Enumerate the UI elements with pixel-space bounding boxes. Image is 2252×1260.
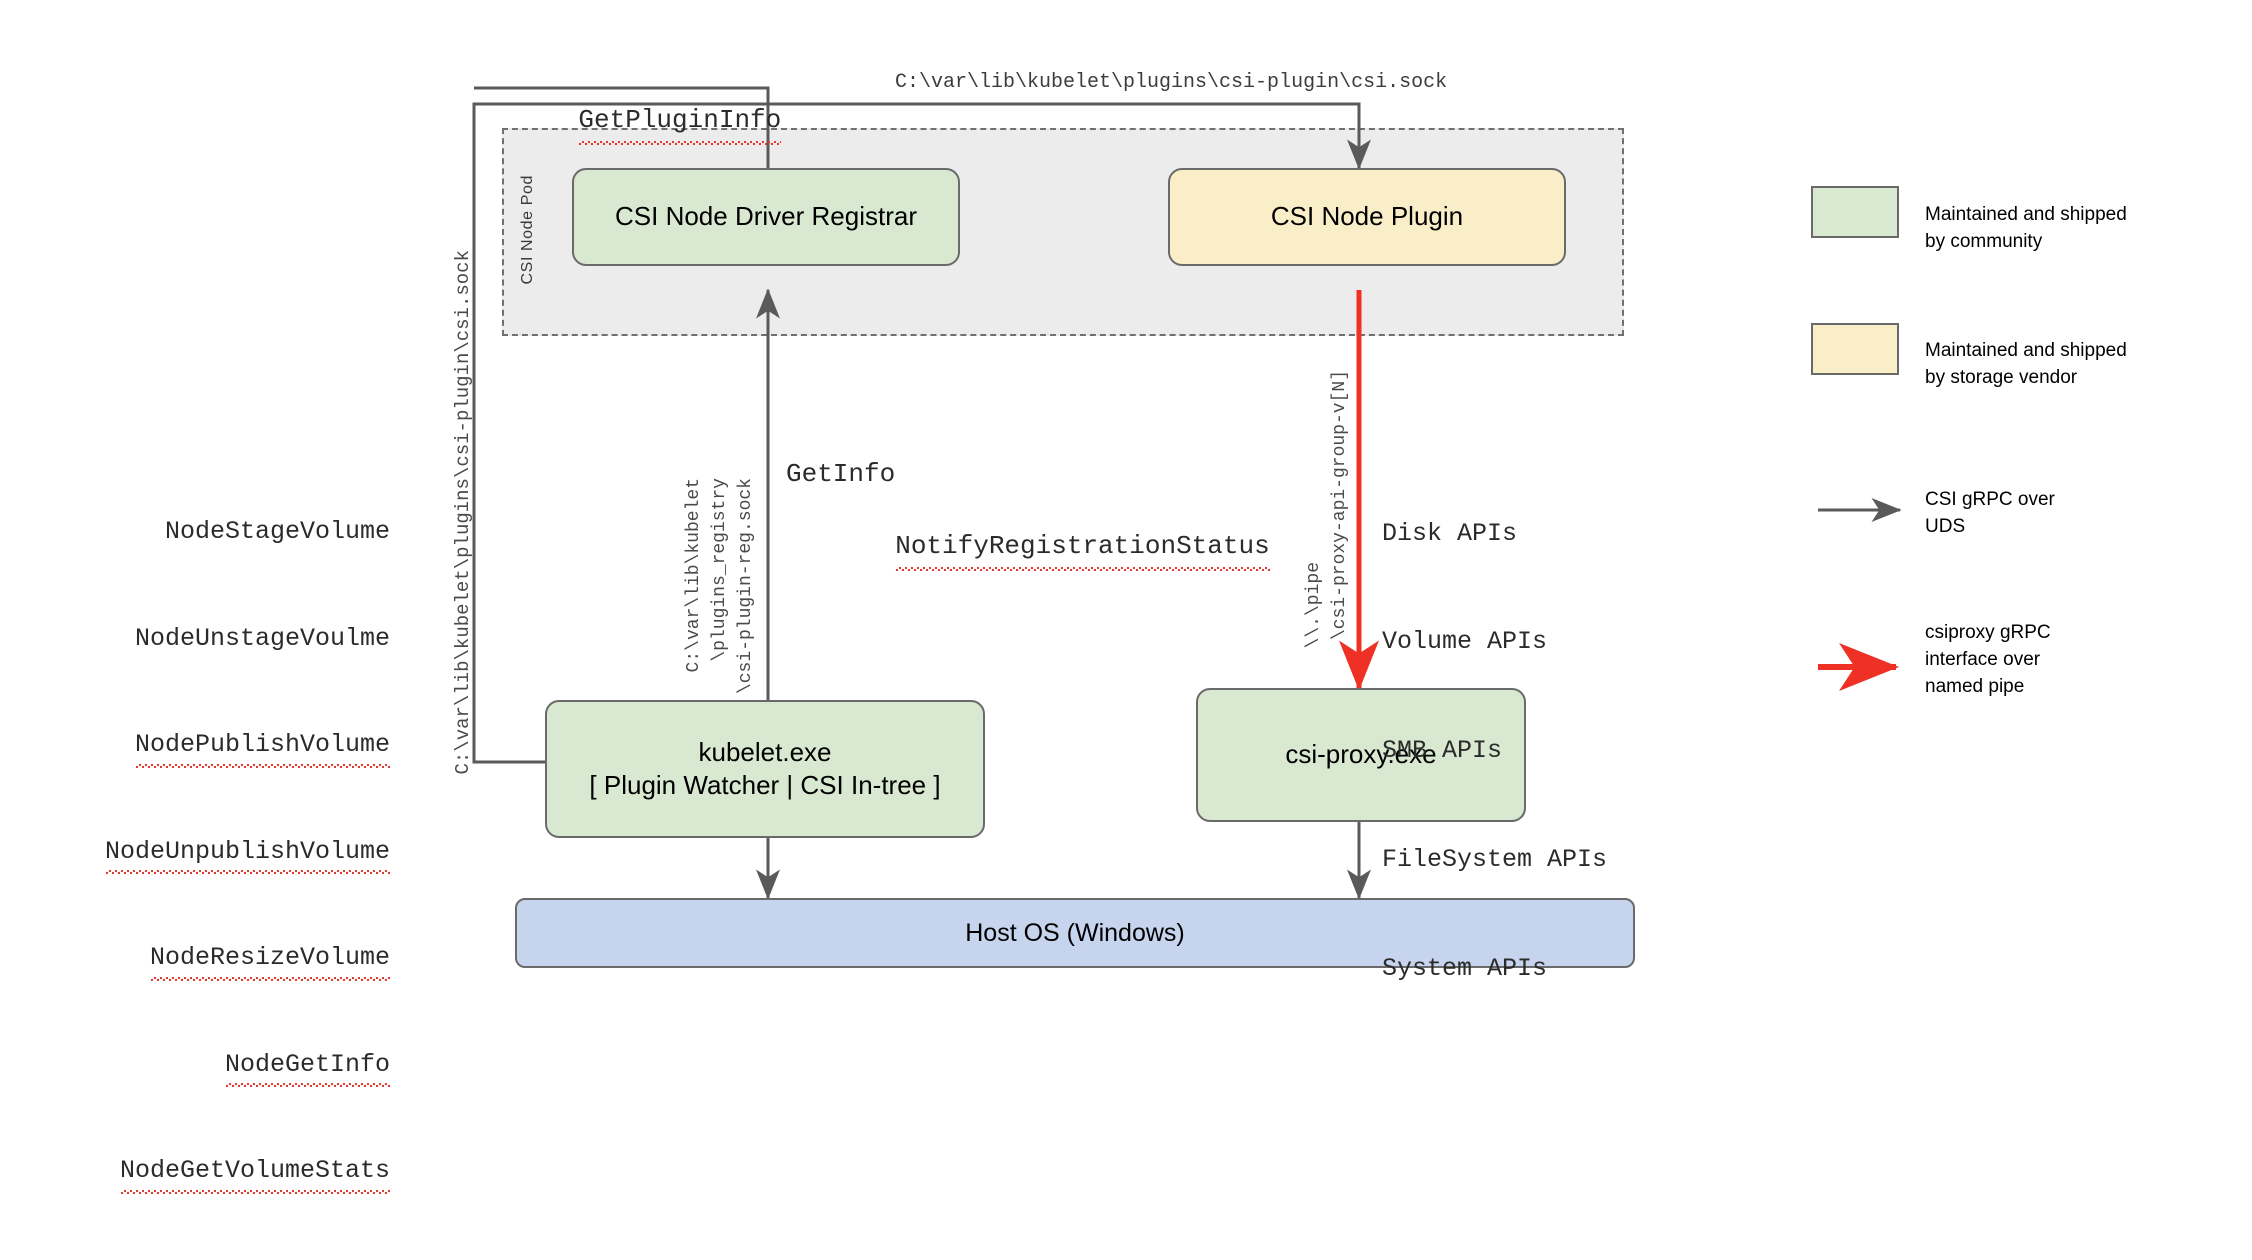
proxy-api-item: Disk APIs [1382, 518, 1518, 548]
node-csi-proxy-exe[interactable]: csi-proxy.exe [1196, 688, 1526, 822]
kubelet-title: kubelet.exe [698, 736, 832, 767]
registry-path-l1-text: C:\var\lib\kubelet [684, 478, 704, 673]
legend-swatch-vendor [1811, 323, 1899, 375]
label-getinfo: GetInfo [786, 455, 895, 494]
node-kubelet-exe[interactable]: kubelet.exe [ Plugin Watcher | CSI In-tr… [545, 700, 985, 838]
legend-swatch-community [1811, 186, 1899, 238]
node-csi-node-plugin[interactable]: CSI Node Plugin [1168, 168, 1566, 266]
registry-path-l3-text: \csi-plugin-reg.sock [736, 478, 756, 695]
api-item: NodeUnstageVoulme [134, 623, 390, 653]
host-os-label: Host OS (Windows) [965, 919, 1185, 947]
node-registrar-label: CSI Node Driver Registrar [615, 201, 917, 232]
api-item: NodeUnpublishVolume [60, 834, 391, 874]
label-csi-sock-path-top: C:\var\lib\kubelet\plugins\csi-plugin\cs… [895, 68, 1447, 98]
label-csi-sock-path-vertical: C:\var\lib\kubelet\plugins\csi-plugin\cs… [448, 250, 479, 775]
csi-proxy-label: csi-proxy.exe [1285, 739, 1437, 770]
csi-proxy-api-list: Disk APIs Volume APIs SMB APIs FileSyste… [1382, 443, 1607, 1059]
node-host-os[interactable]: Host OS (Windows) [515, 898, 1635, 968]
api-item: NodeStageVolume [164, 517, 390, 546]
api-item: NodePublishVolume [60, 727, 391, 767]
proxy-api-item: SMB APIs [1382, 736, 1503, 765]
registry-path-l2-text: \plugins_registry [710, 478, 730, 662]
pipe-l2-text: \csi-proxy-api-group-v[N] [1330, 370, 1350, 641]
pipe-l1-text: \\.\pipe [1304, 562, 1324, 649]
getplugininfo-text: GetPluginInfo [578, 101, 781, 145]
legend-label-vendor: Maintained and shipped by storage vendor [1925, 340, 2127, 388]
label-registry-path-l3: \csi-plugin-reg.sock [732, 478, 762, 694]
api-item: NodeResizeVolume [60, 940, 391, 980]
api-item: NodeGetInfo [60, 1047, 391, 1087]
node-csi-node-plugin-label: CSI Node Plugin [1270, 201, 1464, 232]
diagram-canvas: CSI Node Pod [104, 62, 2127, 1193]
label-notify-registration-status: NotifyRegistrationStatus [786, 488, 1271, 571]
label-getplugininfo: GetPluginInfo [516, 62, 781, 179]
csi-node-pod-label: CSI Node Pod [519, 175, 536, 285]
proxy-api-item: FileSystem APIs [1382, 844, 1608, 874]
kubelet-subtitle: [ Plugin Watcher | CSI In-tree ] [589, 770, 941, 800]
legend-label-community: Maintained and shipped by community [1925, 204, 2127, 252]
label-pipe-l2: \csi-proxy-api-group-v[N] [1326, 370, 1356, 640]
csi-sock-path-vertical-text: C:\var\lib\kubelet\plugins\csi-plugin\cs… [452, 250, 474, 775]
proxy-api-item: Volume APIs [1382, 627, 1548, 657]
proxy-api-item: System APIs [1382, 953, 1548, 983]
csi-sock-path-top-text: C:\var\lib\kubelet\plugins\csi-plugin\cs… [895, 71, 1448, 94]
legend-label-csi-grpc-uds: CSI gRPC over UDS [1925, 489, 2055, 537]
legend-label-csiproxy-grpc: csiproxy gRPC interface over named pipe [1925, 622, 2051, 697]
api-item: NodeGetVolumeStats [60, 1153, 391, 1193]
getinfo-text: GetInfo [786, 459, 896, 489]
notify-registration-status-text: NotifyRegistrationStatus [895, 527, 1271, 571]
csi-node-api-list: NodeStageVolume NodeUnstageVoulme NodePu… [60, 443, 391, 1260]
node-csi-node-driver-registrar[interactable]: CSI Node Driver Registrar [572, 168, 960, 266]
